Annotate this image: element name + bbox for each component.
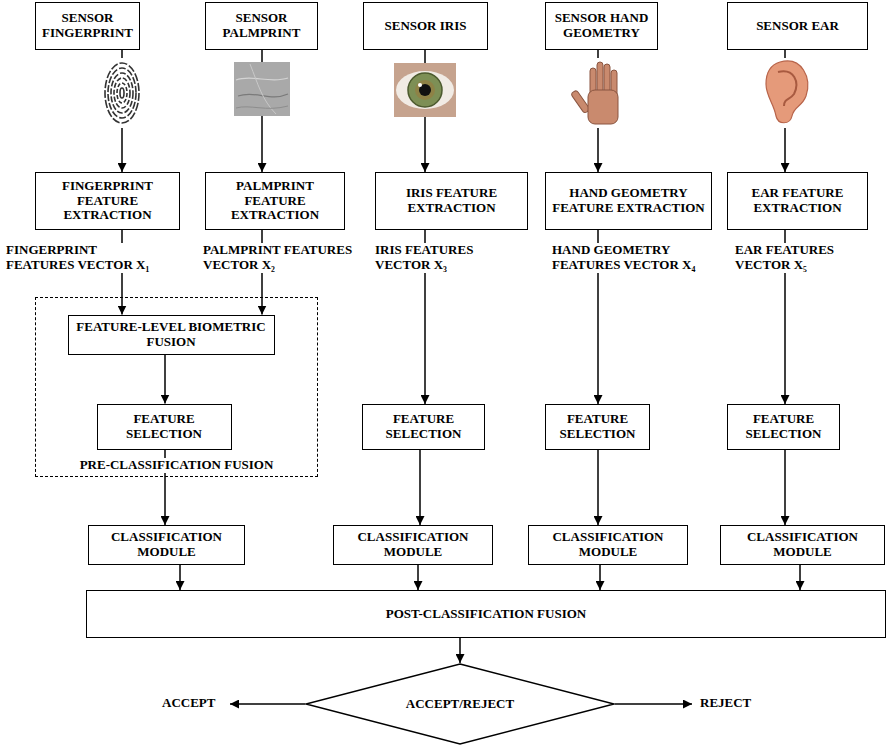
- node-label: SENSOR FINGERPRINT: [41, 11, 134, 41]
- arrow-connector: [784, 450, 786, 525]
- selection-box: FEATURE SELECTION: [545, 404, 650, 450]
- fingerprint-ridge: [114, 78, 130, 108]
- extraction-box: EAR FEATURE EXTRACTION: [727, 172, 868, 230]
- outcome-label: REJECT: [700, 696, 751, 711]
- eye-iris-inner: [415, 80, 435, 100]
- image-ground: [102, 58, 142, 128]
- palm-line: [236, 106, 288, 108]
- extraction-box: PALMPRINT FEATURE EXTRACTION: [205, 172, 345, 230]
- fingerprint-ridge: [108, 68, 136, 118]
- eye-skin: [394, 63, 456, 117]
- arrow-connector: [419, 450, 421, 525]
- reject-arrow: [615, 703, 692, 705]
- eye-pupil: [419, 84, 431, 96]
- classification-box: CLASSIFICATION MODULE: [333, 525, 493, 565]
- ear-outline: [766, 61, 808, 123]
- extraction-box: HAND GEOMETRY FEATURE EXTRACTION: [545, 172, 712, 230]
- diamond-shape: [306, 664, 614, 744]
- node-label: ACCEPT/REJECT: [310, 697, 610, 712]
- fusion-box: POST-CLASSIFICATION FUSION: [86, 590, 886, 638]
- accept-arrow: [230, 703, 305, 705]
- sensor-box: SENSOR FINGERPRINT: [35, 2, 140, 50]
- node-label: CLASSIFICATION MODULE: [534, 530, 682, 560]
- fingerprint-image: [102, 58, 142, 128]
- vector-label: EAR FEATURES VECTOR X₅: [735, 243, 875, 273]
- node-label: FINGERPRINT FEATURE EXTRACTION: [41, 179, 174, 224]
- node-label: SENSOR PALMPRINT: [211, 11, 312, 41]
- vector-label: FINGERPRINT FEATURES VECTOR X₁: [6, 243, 166, 273]
- arrow-connector: [164, 355, 166, 404]
- node-label: CLASSIFICATION MODULE: [94, 530, 239, 560]
- sensor-box: SENSOR HAND GEOMETRY: [545, 2, 658, 50]
- sensor-box: SENSOR IRIS: [363, 2, 488, 50]
- arrow-connector: [459, 638, 461, 663]
- arrow-connector: [417, 565, 419, 590]
- node-label: EAR FEATURE EXTRACTION: [733, 186, 862, 216]
- fusion-region: PRE-CLASSIFICATION FUSION FEATURE-LEVEL B…: [35, 297, 318, 477]
- eye-highlight: [418, 83, 422, 87]
- outcome-label: ACCEPT: [162, 696, 215, 711]
- arrow-connector: [597, 450, 599, 525]
- eye-white: [396, 71, 454, 109]
- hand-thumb: [571, 90, 590, 114]
- vector-label: PALMPRINT FEATURES VECTOR X₂: [203, 243, 363, 273]
- node-label: IRIS FEATURE EXTRACTION: [381, 186, 522, 216]
- decision-diamond: ACCEPT/REJECT: [305, 663, 615, 745]
- node-label: SENSOR HAND GEOMETRY: [551, 11, 652, 41]
- sensor-box: SENSOR EAR: [727, 2, 868, 50]
- vector-label: HAND GEOMETRY FEATURES VECTOR X₄: [552, 243, 712, 273]
- node-label: CLASSIFICATION MODULE: [726, 530, 879, 560]
- node-label: CLASSIFICATION MODULE: [339, 530, 487, 560]
- palmprint-image: [234, 62, 290, 116]
- palm-skin: [234, 62, 290, 116]
- node-label: PRE-CLASSIFICATION FUSION: [78, 458, 276, 473]
- node-label: FEATURE SELECTION: [733, 412, 834, 442]
- sensor-box: SENSOR PALMPRINT: [205, 2, 318, 50]
- iris-image: [394, 63, 456, 117]
- fingerprint-ridge: [120, 88, 124, 98]
- fingerprint-ridge: [105, 63, 139, 123]
- node-label: PALMPRINT FEATURE EXTRACTION: [211, 179, 339, 224]
- ear-image: [762, 58, 808, 128]
- classification-box: CLASSIFICATION MODULE: [88, 525, 245, 565]
- node-label: FEATURE SELECTION: [103, 412, 226, 442]
- fingerprint-ridge: [111, 73, 133, 113]
- node-label: FEATURE-LEVEL BIOMETRIC FUSION: [74, 320, 269, 350]
- extraction-box: FINGERPRINT FEATURE EXTRACTION: [35, 172, 180, 230]
- palm-line: [236, 78, 288, 80]
- selection-box: FEATURE SELECTION: [97, 404, 232, 450]
- selection-box: FEATURE SELECTION: [362, 404, 485, 450]
- eye-iris: [408, 73, 442, 107]
- node-label: HAND GEOMETRY FEATURE EXTRACTION: [551, 186, 706, 216]
- node-label: SENSOR IRIS: [369, 19, 482, 34]
- node-label: FEATURE SELECTION: [551, 412, 644, 442]
- node-label: SENSOR EAR: [733, 19, 862, 34]
- fusion-box: FEATURE-LEVEL BIOMETRIC FUSION: [68, 315, 275, 355]
- ear-fold: [778, 71, 796, 106]
- hand-palm: [588, 90, 618, 124]
- palm-line: [250, 64, 276, 114]
- classification-box: CLASSIFICATION MODULE: [528, 525, 688, 565]
- arrow-connector: [799, 565, 801, 590]
- image-ground: [762, 58, 808, 128]
- extraction-box: IRIS FEATURE EXTRACTION: [375, 172, 528, 230]
- node-label: FEATURE SELECTION: [368, 412, 479, 442]
- arrow-connector: [179, 565, 181, 590]
- hand-image: [570, 58, 622, 128]
- arrow-connector: [599, 565, 601, 590]
- fingerprint-ridge: [117, 83, 127, 103]
- node-label: POST-CLASSIFICATION FUSION: [92, 607, 880, 622]
- selection-box: FEATURE SELECTION: [727, 404, 840, 450]
- classification-box: CLASSIFICATION MODULE: [720, 525, 885, 565]
- vector-label: IRIS FEATURES VECTOR X₃: [375, 243, 525, 273]
- image-ground: [570, 58, 622, 128]
